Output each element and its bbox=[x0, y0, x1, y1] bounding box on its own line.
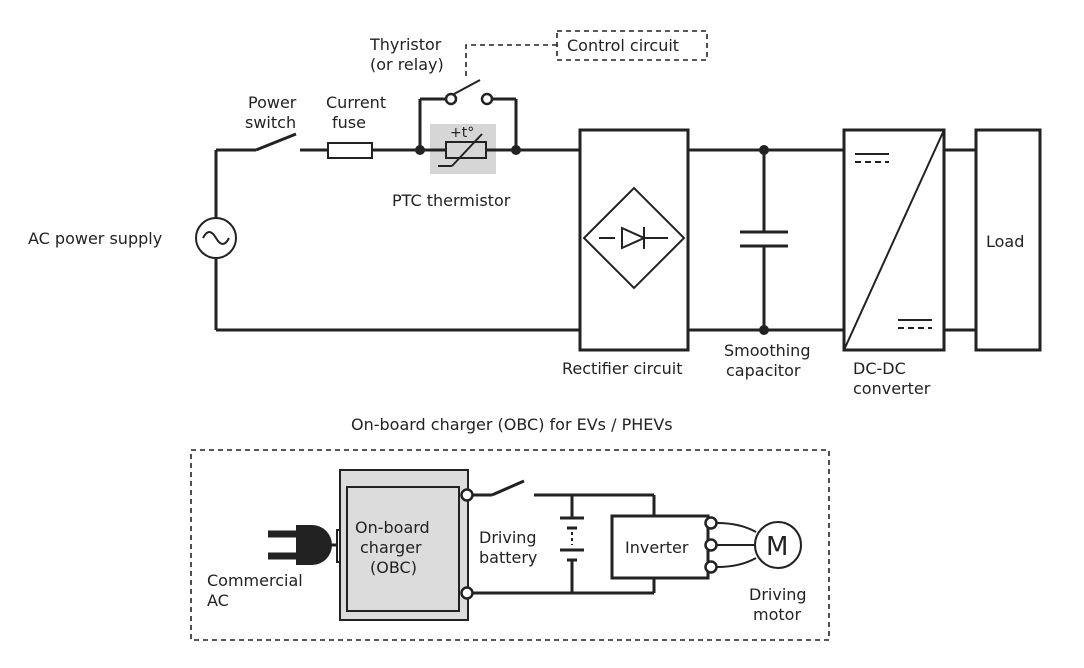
commercial-ac-label-line1: Commercial bbox=[207, 571, 303, 590]
inverter-label: Inverter bbox=[625, 538, 689, 557]
driving-battery-symbol bbox=[560, 495, 584, 593]
motor-wiring bbox=[716, 522, 757, 568]
smoothing-capacitor-symbol bbox=[688, 148, 844, 332]
ptc-thermistor-label: PTC thermistor bbox=[392, 191, 511, 210]
ac-power-supply-symbol bbox=[195, 217, 237, 259]
dcdc-converter-label-line1: DC-DC bbox=[853, 359, 906, 378]
power-switch-label-line1: Power bbox=[248, 93, 297, 112]
smoothing-capacitor-label-line1: Smoothing bbox=[724, 341, 810, 360]
rectifier-circuit-label: Rectifier circuit bbox=[562, 359, 682, 378]
junction-dot bbox=[415, 145, 425, 155]
ptc-symbol-label: +t° bbox=[450, 125, 474, 141]
driving-motor-label-line2: motor bbox=[753, 605, 801, 624]
control-line bbox=[465, 44, 557, 78]
obc-label-line3: (OBC) bbox=[370, 558, 417, 577]
obc-dashed-frame bbox=[190, 449, 830, 641]
plug-icon bbox=[268, 525, 348, 565]
power-switch-label-line2: switch bbox=[245, 113, 296, 132]
power-switch-symbol bbox=[255, 132, 328, 152]
inverter-terminal bbox=[704, 560, 718, 574]
load-label: Load bbox=[986, 232, 1024, 251]
current-fuse-label-line2: fuse bbox=[332, 113, 366, 132]
driving-motor-label-line1: Driving bbox=[749, 585, 807, 604]
thyristor-label-line1: Thyristor bbox=[369, 35, 442, 54]
inverter-terminal bbox=[704, 538, 718, 552]
thyristor-symbol bbox=[418, 79, 518, 150]
dcdc-converter-label-line2: converter bbox=[853, 379, 931, 398]
motor-symbol-label: M bbox=[766, 532, 788, 562]
obc-box bbox=[339, 469, 469, 621]
obc-terminal bbox=[460, 488, 474, 502]
dcdc-converter-symbol bbox=[842, 128, 946, 352]
driving-motor-symbol bbox=[754, 521, 802, 569]
driving-battery-label-line2: battery bbox=[479, 548, 537, 567]
current-fuse-label-line1: Current bbox=[326, 93, 386, 112]
driving-battery-label-line1: Driving bbox=[479, 528, 537, 547]
current-fuse-symbol bbox=[327, 142, 420, 159]
obc-terminal bbox=[460, 586, 474, 600]
load-box bbox=[974, 128, 1042, 352]
main-wires bbox=[214, 148, 580, 332]
obc-output-wiring bbox=[472, 479, 654, 595]
thyristor-label-line2: (or relay) bbox=[370, 55, 444, 74]
rectifier-circuit-symbol bbox=[578, 128, 690, 352]
commercial-ac-label-line2: AC bbox=[207, 591, 229, 610]
obc-title: On-board charger (OBC) for EVs / PHEVs bbox=[351, 415, 673, 434]
smoothing-capacitor-label-line2: capacitor bbox=[726, 361, 801, 380]
inverter-terminal bbox=[704, 516, 718, 530]
control-circuit-label: Control circuit bbox=[567, 36, 679, 55]
obc-label-line2: charger bbox=[360, 538, 422, 557]
obc-label-line1: On-board bbox=[355, 518, 430, 537]
junction-dot bbox=[759, 325, 769, 335]
junction-dot bbox=[759, 145, 769, 155]
inverter-symbol bbox=[610, 495, 710, 593]
ac-power-supply-label: AC power supply bbox=[28, 229, 162, 248]
